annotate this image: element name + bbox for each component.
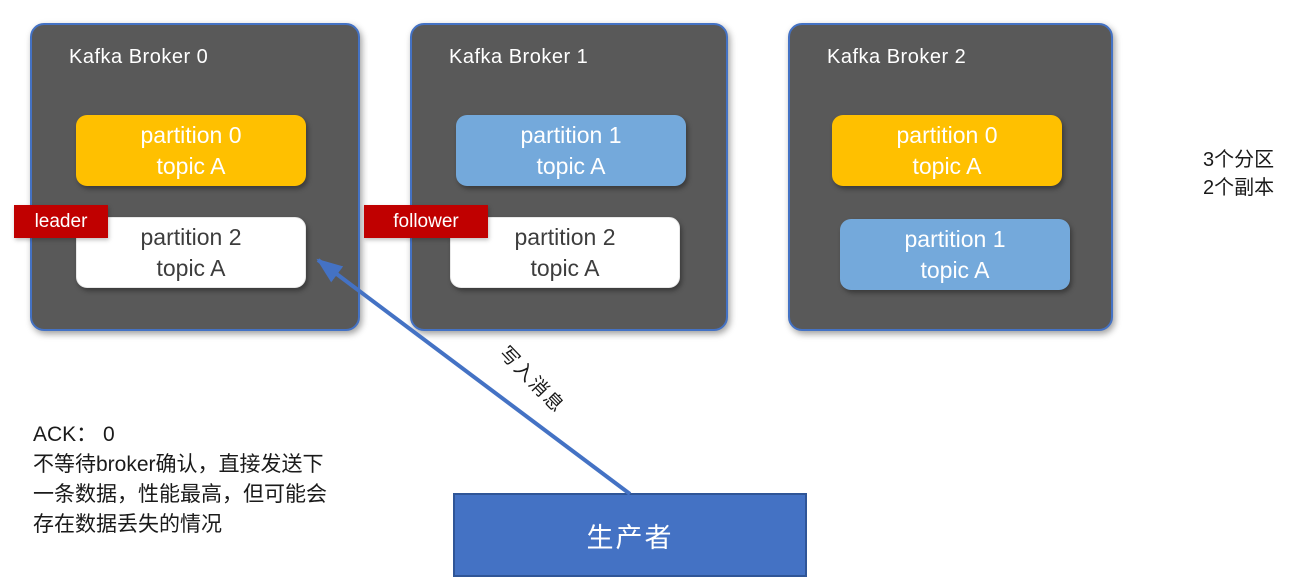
broker-1-title: Kafka Broker 1 [449, 46, 589, 68]
replica-note-line2: 2个副本 [1203, 177, 1275, 199]
replica-note-line1: 3个分区 [1203, 149, 1275, 171]
partition-name: partition 2 [514, 223, 616, 250]
broker-box-2: Kafka Broker 2 partition 0 topic A parti… [788, 23, 1113, 331]
partition-name: partition 0 [140, 121, 242, 148]
broker-0-partition-2: partition 2 topic A [76, 217, 306, 288]
broker-box-1: Kafka Broker 1 partition 1 topic A parti… [410, 23, 728, 331]
broker-2-partition-0: partition 0 topic A [832, 115, 1062, 186]
partition-topic: topic A [920, 256, 990, 283]
broker-0-partition-0: partition 0 topic A [76, 115, 306, 186]
broker-1-partition-1: partition 1 topic A [456, 115, 686, 186]
partition-name: partition 1 [904, 225, 1006, 252]
follower-badge: follower [364, 205, 488, 238]
broker-box-0: Kafka Broker 0 partition 0 topic A parti… [30, 23, 360, 331]
partition-topic: topic A [536, 152, 606, 179]
partition-name: partition 0 [896, 121, 998, 148]
arrow-label: 写入消息 [494, 342, 569, 418]
partition-topic: topic A [156, 152, 226, 179]
partition-name: partition 1 [520, 121, 622, 148]
broker-2-partition-1: partition 1 topic A [840, 219, 1070, 290]
replica-note: 3个分区 2个副本 [1203, 146, 1274, 202]
partition-name: partition 2 [140, 223, 242, 250]
producer-box: 生产者 [453, 493, 807, 577]
partition-topic: topic A [912, 152, 982, 179]
broker-0-title: Kafka Broker 0 [69, 46, 209, 68]
ack-note: ACK： 0 不等待broker确认，直接发送下 一条数据，性能最高，但可能会 … [33, 423, 327, 536]
partition-topic: topic A [156, 254, 226, 281]
broker-2-title: Kafka Broker 2 [827, 46, 967, 68]
leader-badge: leader [14, 205, 108, 238]
partition-topic: topic A [530, 254, 600, 281]
